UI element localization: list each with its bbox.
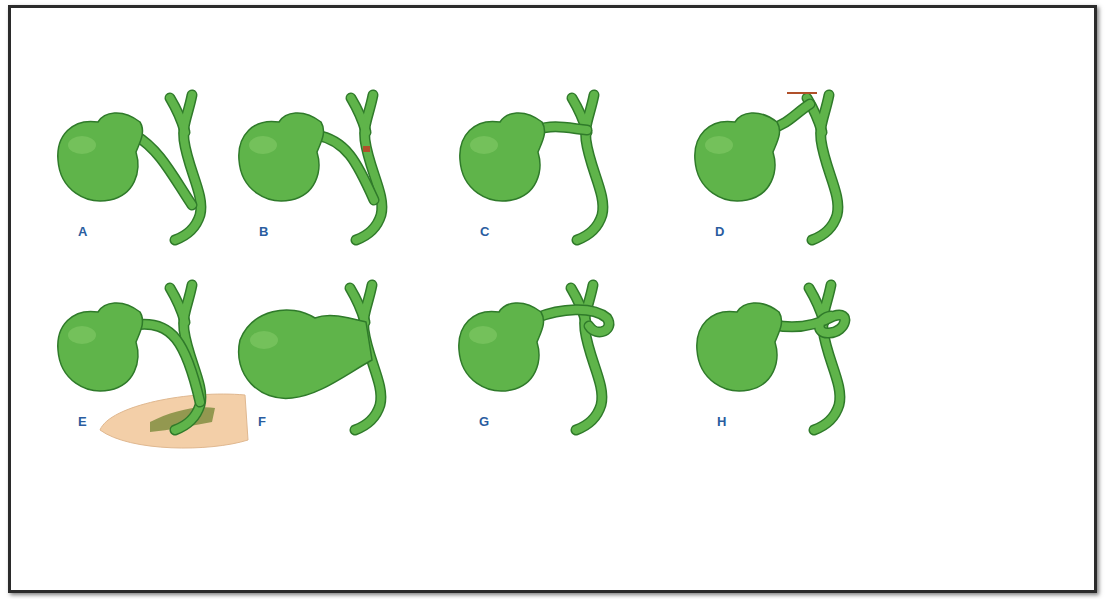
panel-letter: E [78,414,87,429]
panel-letter: H [717,414,726,429]
panel-letter: B [259,224,268,239]
panel-letter: C [480,224,489,239]
panel-letter: A [78,224,87,239]
panel-letter: F [258,414,266,429]
panel-letter: G [479,414,489,429]
panel-letter: D [715,224,724,239]
